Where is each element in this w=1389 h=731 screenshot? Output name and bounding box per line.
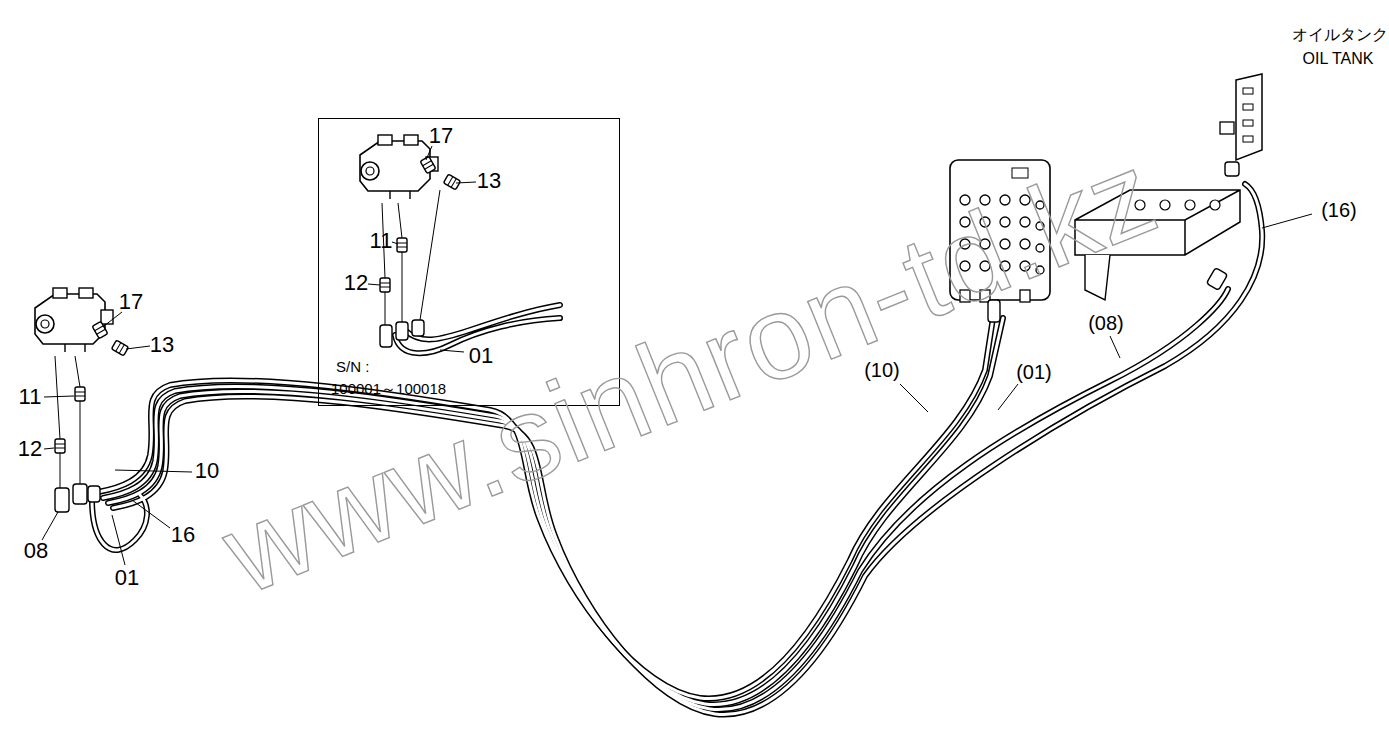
part-name: OIL TANK <box>1303 50 1374 68</box>
callout-number: (01) <box>1016 361 1052 383</box>
callout-number: 11 <box>19 385 42 409</box>
callout-number: (08) <box>1088 312 1124 334</box>
callout-number: 13 <box>477 169 501 193</box>
callout-number: 13 <box>150 333 174 357</box>
callout-number: 17 <box>119 290 143 314</box>
callout-number: 08 <box>24 539 48 563</box>
callout-number: 12 <box>18 437 42 461</box>
callout-number: 12 <box>344 271 368 295</box>
serial-range: 100001～100018 <box>331 381 446 398</box>
callout-number: 16 <box>171 523 195 547</box>
callout-number: 10 <box>195 459 219 483</box>
callout-number: 01 <box>469 344 493 368</box>
callout-number: (16) <box>1321 199 1357 221</box>
part-name: オイルタンク <box>1292 26 1388 44</box>
callout-number: 01 <box>115 566 139 590</box>
callout-number: 11 <box>370 229 393 253</box>
callout-number: 17 <box>429 124 453 148</box>
serial-label: S/N : <box>336 359 369 376</box>
